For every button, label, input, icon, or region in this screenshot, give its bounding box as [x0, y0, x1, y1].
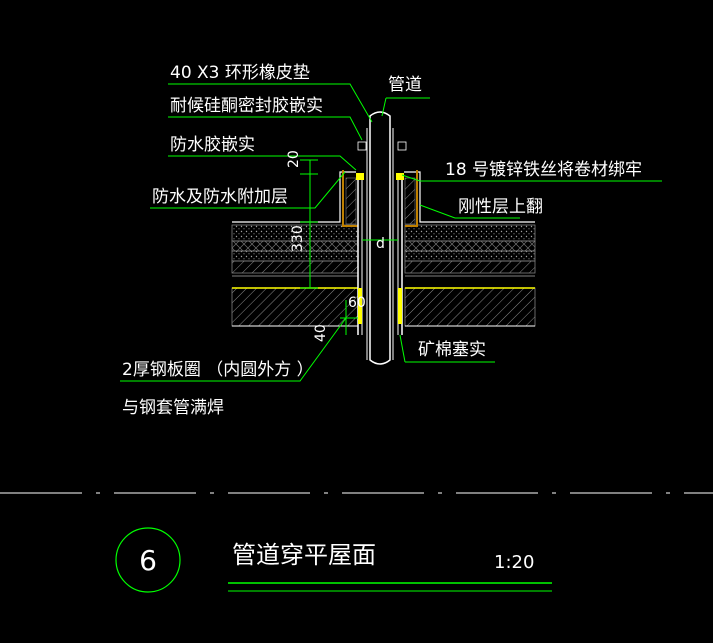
detail-number-circle: [115, 527, 181, 593]
pipe-body: [357, 111, 407, 365]
dim-330: 330: [290, 225, 306, 252]
upturn-left: [232, 170, 358, 227]
detail-number: 6: [139, 544, 157, 577]
label-mineral-wool: 矿棉塞实: [418, 340, 486, 360]
label-rigid-up: 刚性层上翻: [458, 197, 543, 217]
leader-lines: [120, 83, 662, 382]
steel-sleeve: [356, 173, 404, 335]
label-waterproof-seal: 防水胶嵌实: [170, 135, 255, 155]
detail-title: 管道穿平屋面: [232, 541, 376, 569]
label-steel-ring-line1: 2厚钢板圈 （内圆外方 ）: [122, 360, 314, 380]
label-silicone-seal: 耐候硅酮密封胶嵌实: [170, 96, 323, 116]
dim-d: d: [376, 236, 385, 252]
dim-40: 40: [313, 324, 329, 342]
label-gasket: 40 X3 环形橡皮垫: [170, 63, 310, 83]
label-pipe: 管道: [388, 75, 422, 95]
roof-layers-right: [404, 224, 536, 327]
dim-20: 20: [286, 150, 302, 168]
label-wire-bind: 18 号镀锌铁丝将卷材绑牢: [445, 160, 642, 180]
label-steel-ring-line2: 与钢套管满焊: [122, 398, 224, 418]
label-waterproof-layer: 防水及防水附加层: [152, 187, 288, 207]
dim-60: 60: [348, 295, 366, 311]
detail-scale: 1:20: [494, 552, 534, 573]
